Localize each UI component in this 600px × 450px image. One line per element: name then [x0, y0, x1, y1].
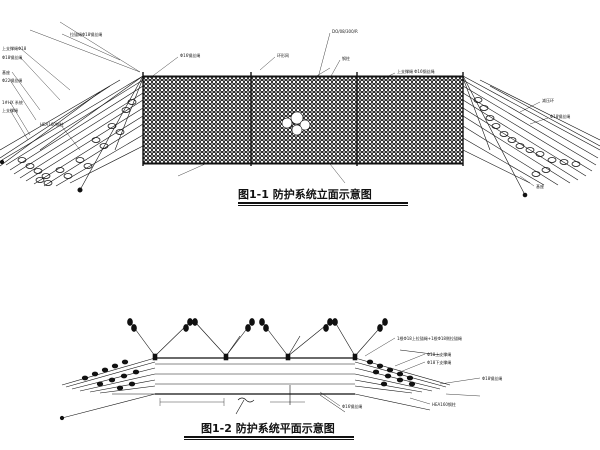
plan-upslope-anchors: [129, 321, 386, 357]
label-post: 钢柱: [342, 55, 350, 61]
anchor-point: [0, 159, 5, 165]
figure-1-1-caption: 图1-1 防护系统立面示意图: [238, 188, 372, 201]
plan-view: [59, 318, 481, 421]
label-upper-support-16: 上支撑绳 Φ16钢丝绳: [397, 68, 435, 74]
label-system: 1#HX 系统: [2, 99, 23, 105]
label-upper-support: Φ18上支撑绳: [427, 351, 451, 357]
label-rope-16: Φ16钢丝绳: [180, 52, 200, 58]
label-net-spec: DO/08/300/R: [332, 29, 358, 34]
plan-left-rings: [81, 359, 140, 391]
label-ring-net: 环形网: [277, 52, 289, 58]
left-ring-cluster: [17, 99, 137, 186]
elevation-view: [0, 21, 600, 198]
plan-labels: 1根Φ18上拉锚绳+1根Φ18侧拉锚绳 Φ18上支撑绳 Φ18下支撑绳 Φ18钢…: [342, 335, 502, 409]
label-base-right: 基座: [536, 183, 544, 189]
label-upper-support: 上支撑绳Φ18: [2, 45, 27, 51]
label-rope-18-right: Φ18钢丝绳: [550, 113, 570, 119]
label-rope-16: Φ16钢丝绳: [342, 403, 362, 409]
label-upper-support-2: 上支撑绳: [2, 107, 18, 113]
label-rope-18: Φ18钢丝绳: [482, 375, 502, 381]
label-base: 基座: [2, 69, 10, 75]
center-marker: [281, 111, 311, 136]
plan-right-rings: [366, 359, 416, 387]
caption-underline: [238, 205, 408, 206]
plan-left-fan: [61, 357, 156, 419]
leader-lines: [9, 32, 549, 187]
label-post-type: HEA160钢柱: [40, 121, 64, 127]
anchor-point: [77, 187, 83, 193]
label-anchor-pair: 1根Φ18上拉锚绳+1根Φ18侧拉锚绳: [397, 335, 462, 341]
label-anchor-rope: 拉锚绳Φ18钢丝绳: [70, 31, 102, 37]
caption-underline: [184, 439, 354, 440]
right-anchor-ropes: [462, 75, 600, 196]
caption-underline: [238, 202, 408, 204]
elevation-labels: 拉锚绳Φ18钢丝绳 上支撑绳Φ18 Φ18钢丝绳 基座 Φ22钢丝绳 1#HX …: [2, 29, 570, 189]
ring-net-panel: [142, 76, 464, 164]
left-anchor-ropes: [0, 75, 144, 191]
label-rope-18: Φ18钢丝绳: [2, 54, 22, 60]
label-brake-ring: 减压环: [542, 97, 554, 103]
anchor-point: [522, 192, 528, 198]
figure-1-2-caption: 图1-2 防护系统平面示意图: [201, 422, 335, 435]
label-post-type: HEA160钢柱: [432, 401, 456, 407]
caption-underline: [184, 436, 354, 438]
label-rope-22: Φ22钢丝绳: [2, 77, 22, 83]
plan-ring-cluster-top: [127, 318, 388, 332]
right-ring-cluster: [473, 97, 581, 177]
label-lower-support: Φ18下支撑绳: [427, 359, 451, 365]
